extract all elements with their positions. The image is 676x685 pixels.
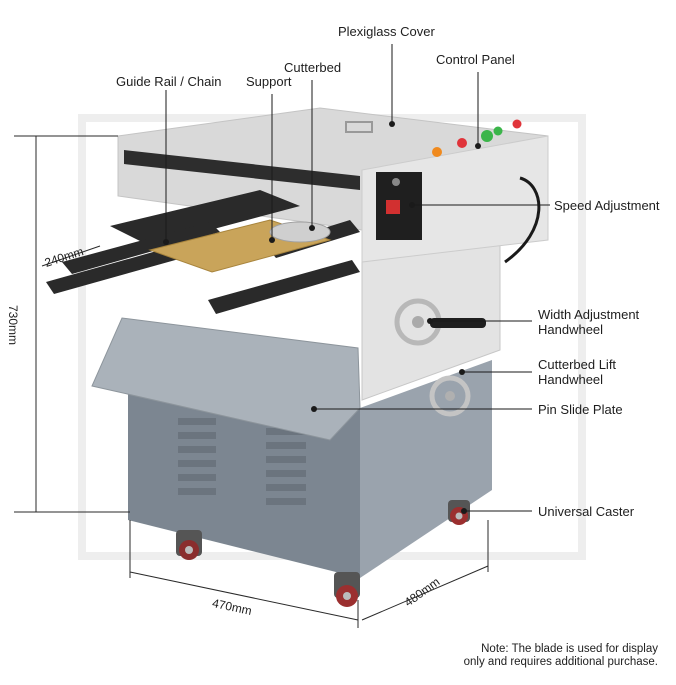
cutterbed — [148, 219, 332, 273]
label-cutterbed: Cutterbed — [284, 60, 342, 75]
power-cable — [504, 176, 541, 264]
label-pin-slide-plate: Pin Slide Plate — [538, 402, 623, 417]
side-panel — [361, 213, 501, 417]
label-width-adjustment-line1: Width Adjustment — [538, 307, 640, 322]
pin-slide-plate-tray — [91, 317, 361, 441]
dimension-lines — [14, 135, 489, 628]
speed-adjustment-panel — [376, 172, 422, 240]
label-width-adjustment-line2: Handwheel — [538, 322, 604, 337]
label-control-panel: Control Panel — [436, 52, 515, 67]
note-line-2: only and requires additional purchase. — [463, 656, 658, 668]
label-guide-rail-chain: Guide Rail / Chain — [116, 74, 222, 89]
note: Note: The blade is used for display only… — [464, 643, 658, 669]
label-plexiglass-cover: Plexiglass Cover — [338, 24, 435, 39]
dim-height: 730mm — [6, 304, 20, 345]
label-cutterbed-lift-line1: Cutterbed Lift — [538, 357, 617, 372]
leader-dots — [163, 121, 481, 514]
label-speed-adjustment: Speed Adjustment — [554, 198, 660, 213]
control-panel-buttons — [432, 119, 522, 157]
leader-lines — [165, 44, 550, 512]
note-line-1: Note: The blade is used for display — [481, 643, 658, 655]
label-support: Support — [246, 74, 292, 89]
label-universal-caster: Universal Caster — [538, 504, 635, 519]
casters — [176, 500, 470, 607]
label-cutterbed-lift-line2: Handwheel — [538, 372, 604, 387]
